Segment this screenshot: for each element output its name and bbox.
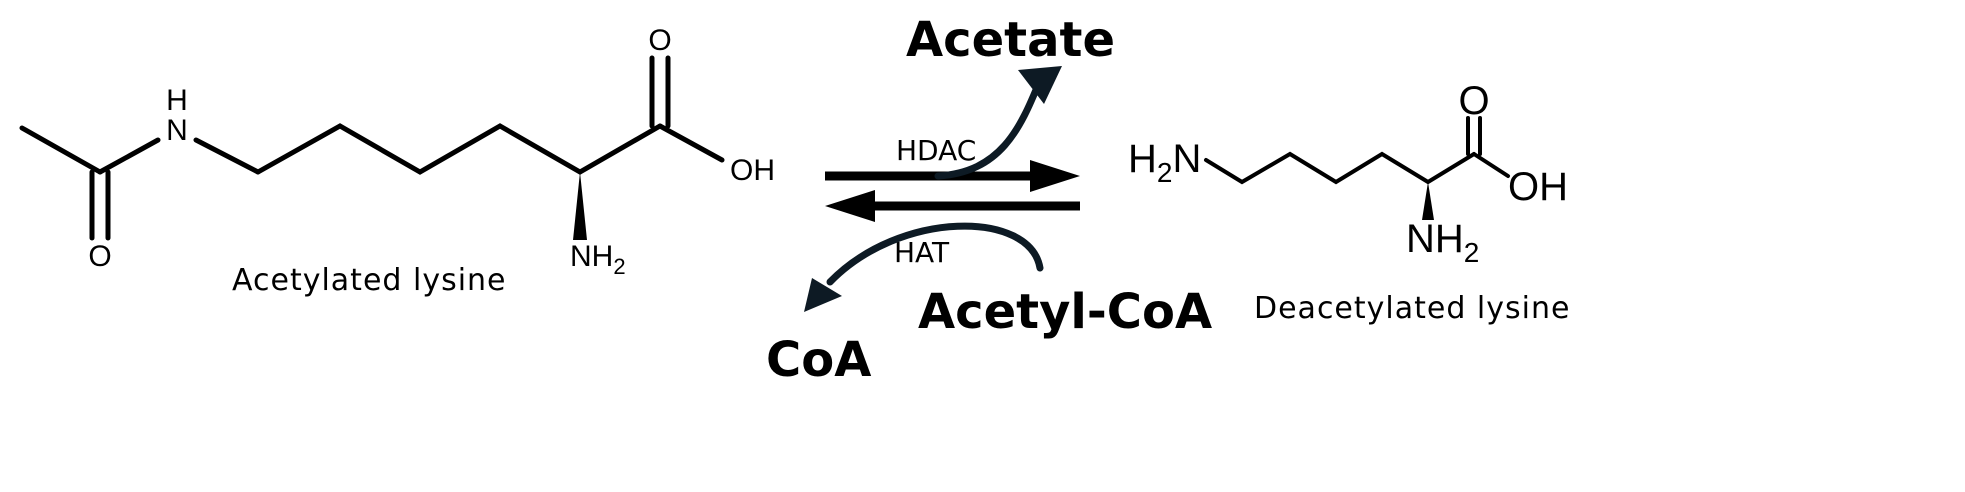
coa-curve-arrow-head (804, 278, 842, 312)
reverse-arrow-head (825, 190, 875, 222)
product-wedge-bond (1422, 182, 1434, 220)
product-alpha-amine-atom: NH2 (1406, 217, 1479, 268)
product-acid-oh-bond (1472, 152, 1510, 178)
carbonyl-o-atom: O (88, 240, 111, 273)
reaction-arrows: HDAC HAT Acetate Acetyl-CoA CoA (766, 12, 1212, 388)
forward-arrow-head (1030, 160, 1080, 192)
deacetylated-lysine-structure: H2N O OH NH2 Deacetylated lysine (1128, 79, 1570, 326)
acetylated-lysine-label: Acetylated lysine (232, 263, 507, 298)
bond-methyl (19, 125, 103, 175)
acetate-curve-arrow (934, 76, 1044, 180)
acid-oh-atom: OH (730, 154, 775, 187)
amine-atom: NH2 (570, 240, 626, 279)
deacetylated-lysine-label: Deacetylated lysine (1254, 291, 1570, 326)
acetate-label: Acetate (906, 12, 1115, 68)
wedge-bond-amine (573, 172, 587, 240)
acetylated-lysine-structure: H N O O OH NH2 Acetylated lysine (19, 24, 775, 298)
product-acid-oh-atom: OH (1508, 165, 1568, 209)
coa-curve-arrow (826, 222, 1044, 286)
bond-n-chain (193, 137, 261, 175)
terminal-amine-atom: H2N (1128, 137, 1201, 188)
amide-n-atom: N (166, 114, 188, 147)
hdac-label: HDAC (896, 134, 976, 167)
bond-side-chain (255, 123, 663, 175)
bond-acid-oh (657, 123, 725, 163)
acetate-curve-arrow-head (1018, 66, 1062, 104)
product-side-chain (1204, 151, 1476, 185)
product-acid-o-atom: O (1458, 79, 1489, 123)
amide-h-atom: H (166, 84, 188, 117)
hat-label: HAT (894, 236, 950, 269)
acetyl-coa-label: Acetyl-CoA (918, 284, 1212, 340)
bond-carbonyl-n (97, 137, 161, 175)
acid-o-atom: O (648, 24, 671, 57)
coa-label: CoA (766, 332, 871, 388)
